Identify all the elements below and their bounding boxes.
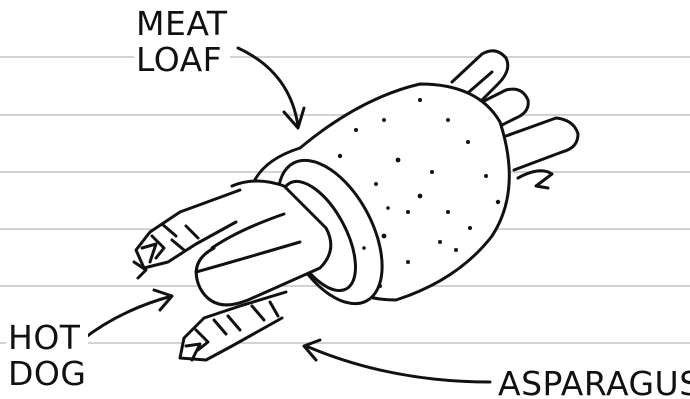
hot-dog-label-line2: DOG — [8, 356, 86, 392]
meat-loaf-label-line1: MEAT — [136, 6, 228, 42]
hot-dog-label-line1: HOT — [8, 320, 86, 356]
meat-loaf-label-line2: LOAF — [136, 42, 228, 78]
asparagus-label-text: ASPARAGUS — [498, 366, 690, 399]
arrow-meat-loaf — [238, 48, 304, 128]
arrow-hot-dog — [82, 290, 172, 340]
asparagus-label: ASPARAGUS — [496, 366, 690, 399]
hot-dog-label: HOT DOG — [6, 320, 88, 392]
arrow-asparagus — [304, 340, 490, 382]
meat-loaf-label: MEAT LOAF — [134, 6, 230, 78]
